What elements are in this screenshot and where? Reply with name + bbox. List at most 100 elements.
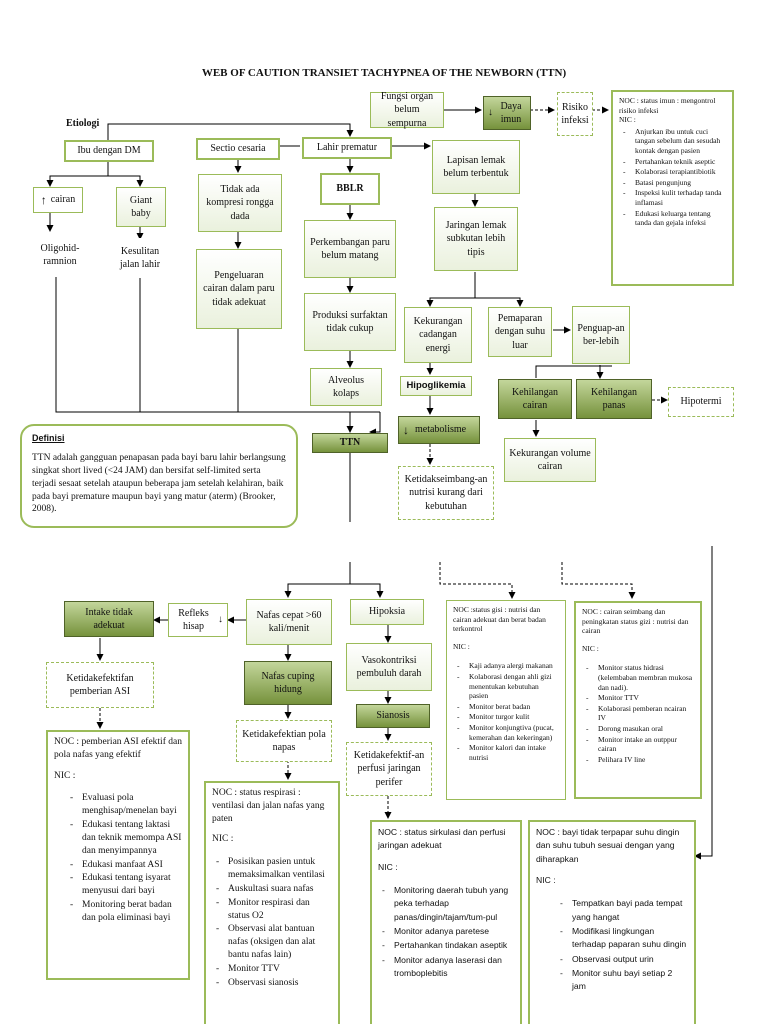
definisi-box: Definisi TTN adalah gangguan penapasan p… (20, 424, 298, 528)
node-lapisan-lemak: Lapisan lemak belum terbentuk (432, 140, 520, 194)
noc-cairan-title: NOC : cairan seimbang dan peningkatan st… (582, 607, 689, 636)
list-item: Observasi output urin (560, 953, 688, 967)
nic-respirasi-list: Posisikan pasien untuk memaksimalkan ven… (212, 856, 332, 989)
node-hipoksia: Hipoksia (350, 599, 424, 625)
node-ketidakefektian-pola: Ketidakefektian pola napas (236, 720, 332, 762)
node-hipoglikemia: Hipoglikemia (400, 376, 472, 396)
list-item: Anjurkan ibu untuk cuci tangan sebelum d… (623, 127, 726, 156)
list-item: Kaji adanya alergi makanan (457, 661, 559, 671)
nic-imun-list: Anjurkan ibu untuk cuci tangan sebelum d… (619, 127, 726, 228)
noc-imun-box: NOC : status imun : mengontrol risiko in… (611, 90, 734, 286)
list-item: Monitor status hidrasi (kelembaban membr… (586, 663, 694, 692)
list-item: Edukasi manfaat ASI (70, 859, 182, 872)
node-nafas-cuping: Nafas cuping hidung (244, 661, 332, 705)
arrow-down-icon: ↓ (488, 107, 493, 119)
arrow-up-icon: ↑ (40, 192, 47, 207)
node-lahir-prematur: Lahir prematur (302, 137, 392, 159)
node-fungsi-organ: Fungsi organ belum sempurna (370, 91, 444, 129)
noc-imun-title: NOC : status imun : mengontrol risiko in… (619, 96, 716, 115)
nic-cairan-list: Monitor status hidrasi (kelembaban membr… (582, 663, 694, 764)
etiologi-label: Etiologi (66, 118, 100, 129)
noc-asi-title: NOC : pemberian ASI efektif dan pola naf… (54, 737, 182, 760)
list-item: Kolaborasi pemberan ncairan IV (586, 704, 694, 723)
node-risiko-infeksi: Risiko infeksi (557, 92, 593, 136)
nic-suhu-label: NIC : (536, 874, 556, 885)
nic-sirkulasi-list: Monitoring daerah tubuh yang peka terhad… (378, 884, 514, 980)
noc-sirkulasi-title: NOC : status sirkulasi dan perfusi jarin… (378, 827, 506, 851)
node-ibu-dm: Ibu dengan DM (64, 140, 154, 162)
noc-asi-box: NOC : pemberian ASI efektif dan pola naf… (46, 730, 190, 980)
list-item: Tempatkan bayi pada tempat yang hangat (560, 897, 688, 924)
list-item: Monitor intake an outppur cairan (586, 735, 694, 754)
list-item: Monitor respirasi dan status O2 (216, 897, 332, 923)
list-item: Monitor adanya laserasi dan tromboplebit… (382, 954, 514, 981)
node-tidak-ada-kompresi: Tidak ada kompresi rongga dada (198, 174, 282, 232)
list-item: Monitor suhu bayi setiap 2 jam (560, 967, 688, 994)
node-metabolisme: ↓metabolisme (398, 416, 480, 444)
node-kehilangan-cairan: Kehilangan cairan (498, 379, 572, 419)
node-pemaparan: Pemaparan dengan suhu luar (488, 307, 552, 357)
list-item: Evaluasi pola menghisap/menelan bayi (70, 792, 182, 818)
list-item: Edukasi keluarga tentang tanda dan gejal… (623, 209, 726, 228)
node-bblr: BBLR (320, 173, 380, 205)
node-vasokontriksi: Vasokontriksi pembuluh darah (346, 643, 432, 691)
list-item: Monitoring berat badan dan pola eliminas… (70, 899, 182, 925)
list-item: Monitor berat badan (457, 702, 559, 712)
list-item: Auskultasi suara nafas (216, 883, 332, 896)
noc-cairan-box: NOC : cairan seimbang dan peningkatan st… (574, 601, 702, 799)
nic-asi-list: Evaluasi pola menghisap/menelan bayi Edu… (54, 792, 182, 924)
nic-suhu-list: Tempatkan bayi pada tempat yang hangat M… (536, 897, 688, 993)
arrow-down-icon: ↓ (403, 422, 409, 437)
nic-gizi-label: NIC : (453, 641, 470, 651)
list-item: Pertahankan teknik aseptic (623, 157, 726, 167)
node-penguapan: Penguap-an ber-lebih (572, 306, 630, 364)
node-kesulitan: Kesulitan jalan lahir (108, 238, 172, 278)
node-nafas-cepat: Nafas cepat >60 kali/menit (246, 599, 332, 645)
nic-asi-label: NIC : (54, 770, 76, 781)
list-item: Monitor TTV (586, 693, 694, 703)
node-intake: Intake tidak adekuat (64, 601, 154, 637)
nic-gizi-list: Kaji adanya alergi makanan Kolaborasi de… (453, 661, 559, 762)
list-item: Dorong masukan oral (586, 724, 694, 734)
list-item: Monitor TTV (216, 963, 332, 976)
node-alveolus: Alveolus kolaps (310, 368, 382, 406)
list-item: Monitor konjungtiva (pucat, kemerahan da… (457, 723, 559, 742)
nic-cairan-label: NIC : (582, 643, 599, 653)
node-hipotermi: Hipotermi (668, 387, 734, 417)
node-sianosis: Sianosis (356, 704, 430, 728)
list-item: Posisikan pasien untuk memaksimalkan ven… (216, 856, 332, 882)
node-sectio: Sectio cesaria (196, 138, 280, 160)
node-ttn: TTN (312, 433, 388, 453)
list-item: Monitor kalori dan intake nutrisi (457, 743, 559, 762)
noc-suhu-box: NOC : bayi tidak terpapar suhu dingin da… (528, 820, 696, 1024)
node-ketidakefektifan-perfusi: Ketidakefektif-an perfusi jaringan perif… (346, 742, 432, 796)
node-ketidakseimbangan: Ketidakseimbang-an nutrisi kurang dari k… (398, 466, 494, 520)
node-ketidakefektifan-asi: Ketidakefektifan pemberian ASI (46, 662, 154, 708)
nic-imun-label: NIC : (619, 115, 636, 125)
node-perkembangan: Perkembangan paru belum matang (304, 220, 396, 278)
noc-sirkulasi-box: NOC : status sirkulasi dan perfusi jarin… (370, 820, 522, 1024)
list-item: Inspeksi kulit terhadap tanda inflamasi (623, 188, 726, 207)
diagram-title: WEB OF CAUTION TRANSIET TACHYPNEA OF THE… (201, 67, 567, 79)
node-refleks: Refleks hisap↓ (168, 603, 228, 637)
list-item: Monitor turgor kulit (457, 712, 559, 722)
noc-respirasi-box: NOC : status respirasi : ventilasi dan j… (204, 781, 340, 1024)
definisi-heading: Definisi (32, 433, 65, 443)
node-kehilangan-panas: Kehilangan panas (576, 379, 652, 419)
nic-sirkulasi-label: NIC : (378, 861, 398, 872)
node-oligohid: Oligohid-ramnion (28, 233, 92, 277)
node-pengeluaran: Pengeluaran cairan dalam paru tidak adek… (196, 249, 282, 329)
list-item: Modifikasi lingkungan terhadap paparan s… (560, 925, 688, 952)
node-giant-baby: Giant baby (116, 187, 166, 227)
list-item: Pelihara IV line (586, 755, 694, 765)
list-item: Kolaborasi dengan ahli gizi menentukan k… (457, 672, 559, 701)
node-produksi: Produksi surfaktan tidak cukup (304, 293, 396, 351)
list-item: Batasi pengunjung (623, 178, 726, 188)
node-daya-imun: ↓Daya imun (483, 96, 531, 130)
list-item: Observasi sianosis (216, 977, 332, 990)
node-kekurangan-cadangan: Kekurangan cadangan energi (404, 307, 472, 363)
node-cairan: ↑cairan (33, 187, 83, 213)
list-item: Kolaborasi terapiantibiotik (623, 167, 726, 177)
